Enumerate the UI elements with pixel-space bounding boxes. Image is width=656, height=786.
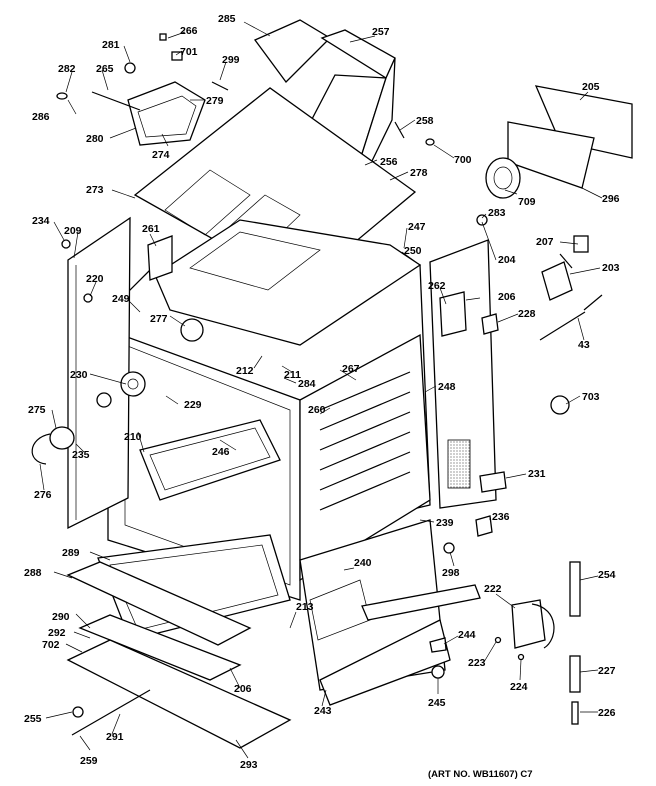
callout-265: 265: [96, 63, 114, 75]
callout-255: 255: [24, 713, 42, 725]
callout-223: 223: [468, 657, 486, 669]
callout-228: 228: [518, 308, 536, 320]
callout-299: 299: [222, 54, 240, 66]
callout-204: 204: [498, 254, 516, 266]
callout-236: 236: [492, 511, 510, 523]
callout-211: 211: [284, 369, 301, 381]
side-panel-left: [67, 216, 131, 530]
callout-240: 240: [354, 557, 372, 569]
callout-298: 298: [442, 567, 460, 579]
callout-281: 281: [102, 39, 120, 51]
callout-702: 702: [42, 639, 60, 651]
callout-246: 246: [212, 446, 230, 458]
back-panel-top: [394, 85, 633, 199]
callout-258: 258: [416, 115, 434, 127]
callout-227: 227: [598, 665, 616, 677]
callout-231: 231: [528, 468, 546, 480]
leader-lines: [39, 21, 603, 759]
callout-267: 267: [342, 363, 360, 375]
callout-226: 226: [598, 707, 616, 719]
callout-234: 234: [32, 215, 50, 227]
callout-275: 275: [28, 404, 46, 416]
callout-292: 292: [48, 627, 66, 639]
callout-293: 293: [240, 759, 258, 771]
callout-277: 277: [150, 313, 168, 325]
callout-273: 273: [86, 184, 104, 196]
callout-701: 701: [180, 46, 198, 58]
callout-212: 212: [236, 365, 254, 377]
callout-213: 213: [296, 601, 314, 613]
callout-247: 247: [408, 221, 426, 233]
callout-278: 278: [410, 167, 428, 179]
callout-243: 243: [314, 705, 332, 717]
callout-709: 709: [518, 196, 536, 208]
callout-244: 244: [458, 629, 476, 641]
callout-249: 249: [112, 293, 130, 305]
callout-290: 290: [52, 611, 70, 623]
callout-279: 279: [206, 95, 224, 107]
callout-280: 280: [86, 133, 104, 145]
callout-229: 229: [184, 399, 202, 411]
callout-207: 207: [536, 236, 554, 248]
callout-256: 256: [380, 156, 398, 168]
callout-266: 266: [180, 25, 198, 37]
storage-drawer-base: [66, 519, 481, 749]
callout-259: 259: [80, 755, 98, 767]
callout-209: 209: [64, 225, 82, 237]
callout-254: 254: [598, 569, 616, 581]
callout-labels: 285 266 281 701 257 299 282 265 279 286 …: [24, 13, 620, 771]
callout-235: 235: [72, 449, 90, 461]
callout-284: 284: [298, 378, 316, 390]
callout-224: 224: [510, 681, 528, 693]
callout-43: 43: [578, 339, 590, 351]
art-number: (ART NO. WB11607) C7: [428, 769, 533, 780]
callout-248: 248: [438, 381, 456, 393]
callout-296: 296: [602, 193, 620, 205]
callout-245: 245: [428, 697, 446, 709]
callout-206-lower: 206: [234, 683, 252, 695]
callout-239: 239: [436, 517, 454, 529]
callout-257: 257: [372, 26, 390, 38]
callout-206-upper: 206: [498, 291, 516, 303]
callout-262: 262: [428, 280, 446, 292]
callout-274: 274: [152, 149, 170, 161]
callout-703: 703: [582, 391, 600, 403]
callout-210: 210: [124, 431, 142, 443]
heat-shield-fins: [319, 371, 411, 511]
callout-700: 700: [454, 154, 472, 166]
callout-288: 288: [24, 567, 42, 579]
small-hardware: [61, 214, 603, 725]
callout-260: 260: [308, 404, 326, 416]
callout-230: 230: [70, 369, 88, 381]
side-panel-right: [429, 239, 497, 509]
callout-286: 286: [32, 111, 50, 123]
broil-burner-assembly: [56, 33, 229, 146]
callout-222: 222: [484, 583, 502, 595]
callout-205: 205: [582, 81, 600, 93]
burner-screen-part: [253, 19, 332, 83]
callout-285: 285: [218, 13, 236, 25]
callout-291: 291: [106, 731, 124, 743]
callout-261: 261: [142, 223, 160, 235]
callout-276: 276: [34, 489, 52, 501]
callout-203: 203: [602, 262, 620, 274]
callout-282: 282: [58, 63, 76, 75]
callout-289: 289: [62, 547, 80, 559]
callout-220: 220: [86, 273, 104, 285]
oven-thermostat-parts: [31, 235, 570, 465]
callout-283: 283: [488, 207, 506, 219]
callout-250: 250: [404, 245, 422, 257]
